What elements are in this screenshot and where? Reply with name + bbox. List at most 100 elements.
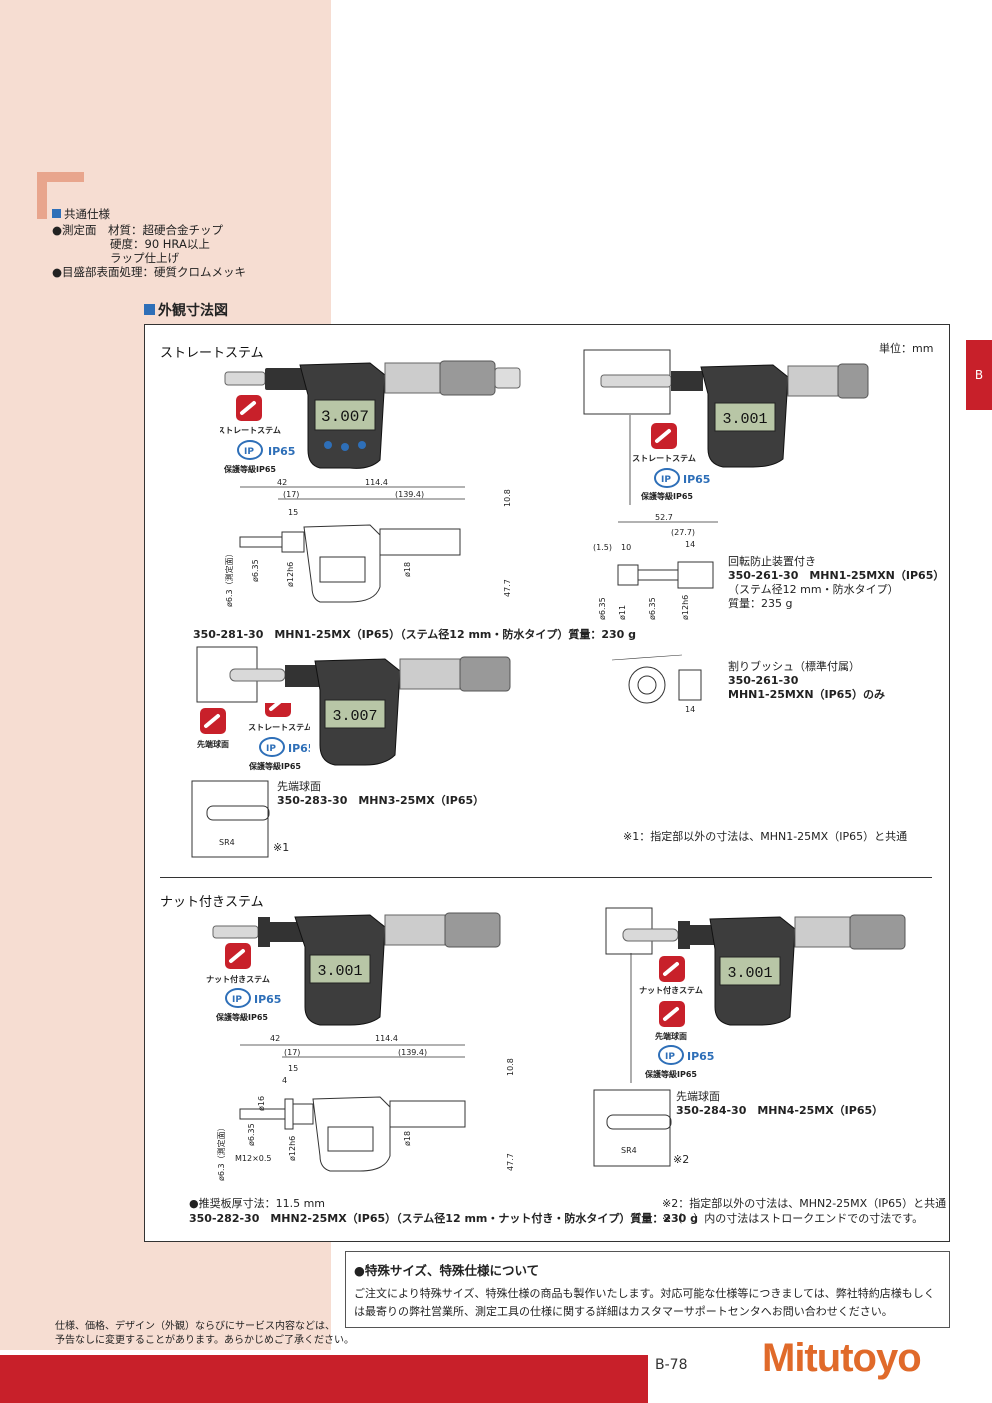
svg-text:保護等級IP65: 保護等級IP65: [640, 491, 693, 501]
unit-label: 単位：mm: [879, 342, 934, 355]
svg-text:ø6.3（測定面）: ø6.3（測定面）: [224, 549, 234, 607]
product-caption: 350-281-30 MHN1-25MX（IP65）（ステム径12 mm・防水タ…: [193, 628, 637, 641]
svg-text:ø6.35: ø6.35: [598, 597, 607, 620]
svg-text:IP65: IP65: [268, 445, 295, 458]
special-order-box: ●特殊サイズ、特殊仕様について ご注文により特殊サイズ、特殊仕様の商品も製作いた…: [345, 1251, 950, 1328]
badge-group: 先端球面 ストレートステム IP IP65 保護等級IP65: [197, 703, 310, 771]
micrometer-head-image: 3.007: [224, 360, 521, 469]
product-caption: 350-282-30 MHN2-25MX（IP65）（ステム径12 mm・ナット…: [189, 1212, 699, 1225]
ip65-icon: [237, 440, 263, 460]
svg-text:IP65: IP65: [683, 473, 710, 486]
micrometer-nut-ball-tip-image: 3.001: [605, 907, 906, 1026]
svg-text:114.4: 114.4: [375, 1034, 398, 1043]
svg-text:IP: IP: [244, 447, 254, 457]
svg-text:IP: IP: [266, 744, 276, 754]
special-order-line: ご注文により特殊サイズ、特殊仕様の商品も製作いたします。対応可能な仕様等につきま…: [354, 1287, 935, 1300]
special-order-line: は最寄りの弊社営業所、測定工具の仕様に関する詳細はカスタマーサポートセンタへお問…: [354, 1305, 893, 1318]
square-bullet-icon: [52, 209, 61, 218]
badge-group: ナット付きステム IP IP65 保護等級IP65: [206, 943, 281, 1022]
split-bushing-drawing: 14: [611, 654, 702, 714]
svg-text:IP65: IP65: [687, 1050, 714, 1063]
disclaimer-footnote: 仕様、価格、デザイン（外観）ならびにサービス内容などは、 予告なしに変更すること…: [55, 1321, 354, 1346]
ball-tip-detail: SR4: [191, 780, 270, 858]
svg-text:保護等級IP65: 保護等級IP65: [644, 1069, 697, 1079]
ball-tip-model: 350-284-30 MHN4-25MX（IP65）: [676, 1104, 884, 1117]
dimension-drawing-nut: 42 114.4 (17) (139.4) 15 4 10.8 47.7 ø6.…: [216, 1034, 515, 1181]
svg-text:10.8: 10.8: [503, 489, 512, 507]
svg-text:ストレートステム: ストレートステム: [248, 723, 310, 732]
spec-line: ラップ仕上げ: [110, 251, 179, 265]
ball-tip-model: 350-283-30 MHN3-25MX（IP65）: [277, 794, 485, 807]
svg-text:先端球面: 先端球面: [197, 739, 229, 749]
micrometer-ball-tip-image: 3.007: [196, 646, 511, 766]
svg-text:ø12h6: ø12h6: [286, 562, 295, 587]
anti-rotation-weight: 質量：235 g: [728, 597, 793, 610]
section-divider: [160, 877, 932, 878]
micrometer-anti-rotation-image: 3.001: [583, 349, 869, 468]
svg-text:先端球面: 先端球面: [655, 1031, 687, 1041]
svg-text:15: 15: [288, 508, 298, 517]
special-order-body: ご注文により特殊サイズ、特殊仕様の商品も製作いたします。対応可能な仕様等につきま…: [354, 1285, 935, 1321]
svg-text:(17): (17): [283, 490, 299, 499]
note-2: ※2：指定部以外の寸法は、MHN2-25MX（IP65）と共通: [662, 1197, 947, 1210]
badge-label: ストレートステム: [220, 426, 281, 435]
svg-text:保護等級IP65: 保護等級IP65: [215, 1012, 268, 1022]
svg-text:ø6.35: ø6.35: [251, 559, 260, 582]
svg-text:ナット付きステム: ナット付きステム: [639, 985, 703, 995]
svg-text:10: 10: [621, 543, 631, 552]
dimension-drawing-anti-rotation: 52.7 (27.7) 14 (1.5) 10 ø6.35 ø11 ø6.35 …: [593, 513, 718, 620]
svg-text:4: 4: [282, 1076, 287, 1085]
svg-text:ø12h6: ø12h6: [288, 1136, 297, 1161]
note-3: ※（ ）内の寸法はストロークエンドでの寸法です。: [662, 1212, 924, 1225]
anti-rotation-text: （ステム径12 mm・防水タイプ）: [728, 583, 899, 596]
svg-text:(139.4): (139.4): [398, 1048, 427, 1057]
svg-text:ø6.35: ø6.35: [648, 597, 657, 620]
svg-text:3.001: 3.001: [722, 411, 767, 428]
bushing-model: 350-261-30: [728, 674, 799, 687]
common-spec-heading: 共通仕様: [52, 207, 110, 221]
section-tab[interactable]: B: [966, 340, 992, 410]
svg-text:14: 14: [685, 705, 695, 714]
brand-logo: Mitutoyo: [762, 1336, 922, 1380]
svg-text:IP65: IP65: [254, 993, 281, 1006]
page-number: B-78: [655, 1357, 688, 1373]
svg-text:14: 14: [685, 540, 695, 549]
svg-text:ø16: ø16: [257, 1096, 266, 1111]
svg-text:ストレートステム: ストレートステム: [632, 454, 696, 463]
svg-text:(27.7): (27.7): [671, 528, 695, 537]
svg-text:保護等級IP65: 保護等級IP65: [223, 464, 276, 474]
svg-text:ø6.3（測定面）: ø6.3（測定面）: [216, 1123, 226, 1181]
anti-rotation-model: 350-261-30 MHN1-25MXN（IP65）: [728, 569, 945, 582]
lcd-readout: 3.007: [321, 408, 369, 426]
bushing-model: MHN1-25MXN（IP65）のみ: [728, 688, 885, 701]
svg-text:47.7: 47.7: [503, 579, 512, 597]
bottom-red-band: [0, 1355, 648, 1403]
nut-stem-title: ナット付きステム: [160, 895, 264, 910]
svg-text:(17): (17): [284, 1048, 300, 1057]
straight-stem-title: ストレートステム: [160, 346, 264, 361]
svg-text:IP: IP: [665, 1052, 675, 1062]
svg-text:47.7: 47.7: [506, 1153, 515, 1171]
svg-text:SR4: SR4: [621, 1146, 637, 1155]
svg-text:10.8: 10.8: [506, 1058, 515, 1076]
svg-text:保護等級IP65: 保護等級IP65: [248, 761, 301, 771]
special-order-title: ●特殊サイズ、特殊仕様について: [354, 1263, 540, 1278]
square-bullet-icon: [144, 304, 155, 315]
spec-line: 硬度：90 HRA以上: [110, 237, 210, 251]
svg-text:42: 42: [277, 478, 287, 487]
svg-text:(139.4): (139.4): [395, 490, 424, 499]
svg-text:IP: IP: [661, 475, 671, 485]
anti-rotation-text: 回転防止装置付き: [728, 555, 816, 568]
svg-text:IP65: IP65: [288, 742, 310, 755]
svg-text:ø6.35: ø6.35: [247, 1123, 256, 1146]
badge-group: ストレートステム IP IP65 保護等級IP65: [220, 395, 295, 474]
corner-mark: [37, 172, 47, 219]
svg-text:ø18: ø18: [403, 562, 412, 577]
ball-tip-text: 先端球面: [676, 1090, 720, 1103]
plate-thickness: ●推奨板厚寸法：11.5 mm: [189, 1197, 326, 1210]
reference-mark: ※2: [673, 1153, 690, 1166]
spec-line: ●測定面 材質：超硬合金チップ: [52, 223, 224, 237]
svg-text:ø11: ø11: [618, 605, 627, 620]
reference-mark: ※1: [273, 841, 290, 854]
svg-text:SR4: SR4: [219, 838, 235, 847]
